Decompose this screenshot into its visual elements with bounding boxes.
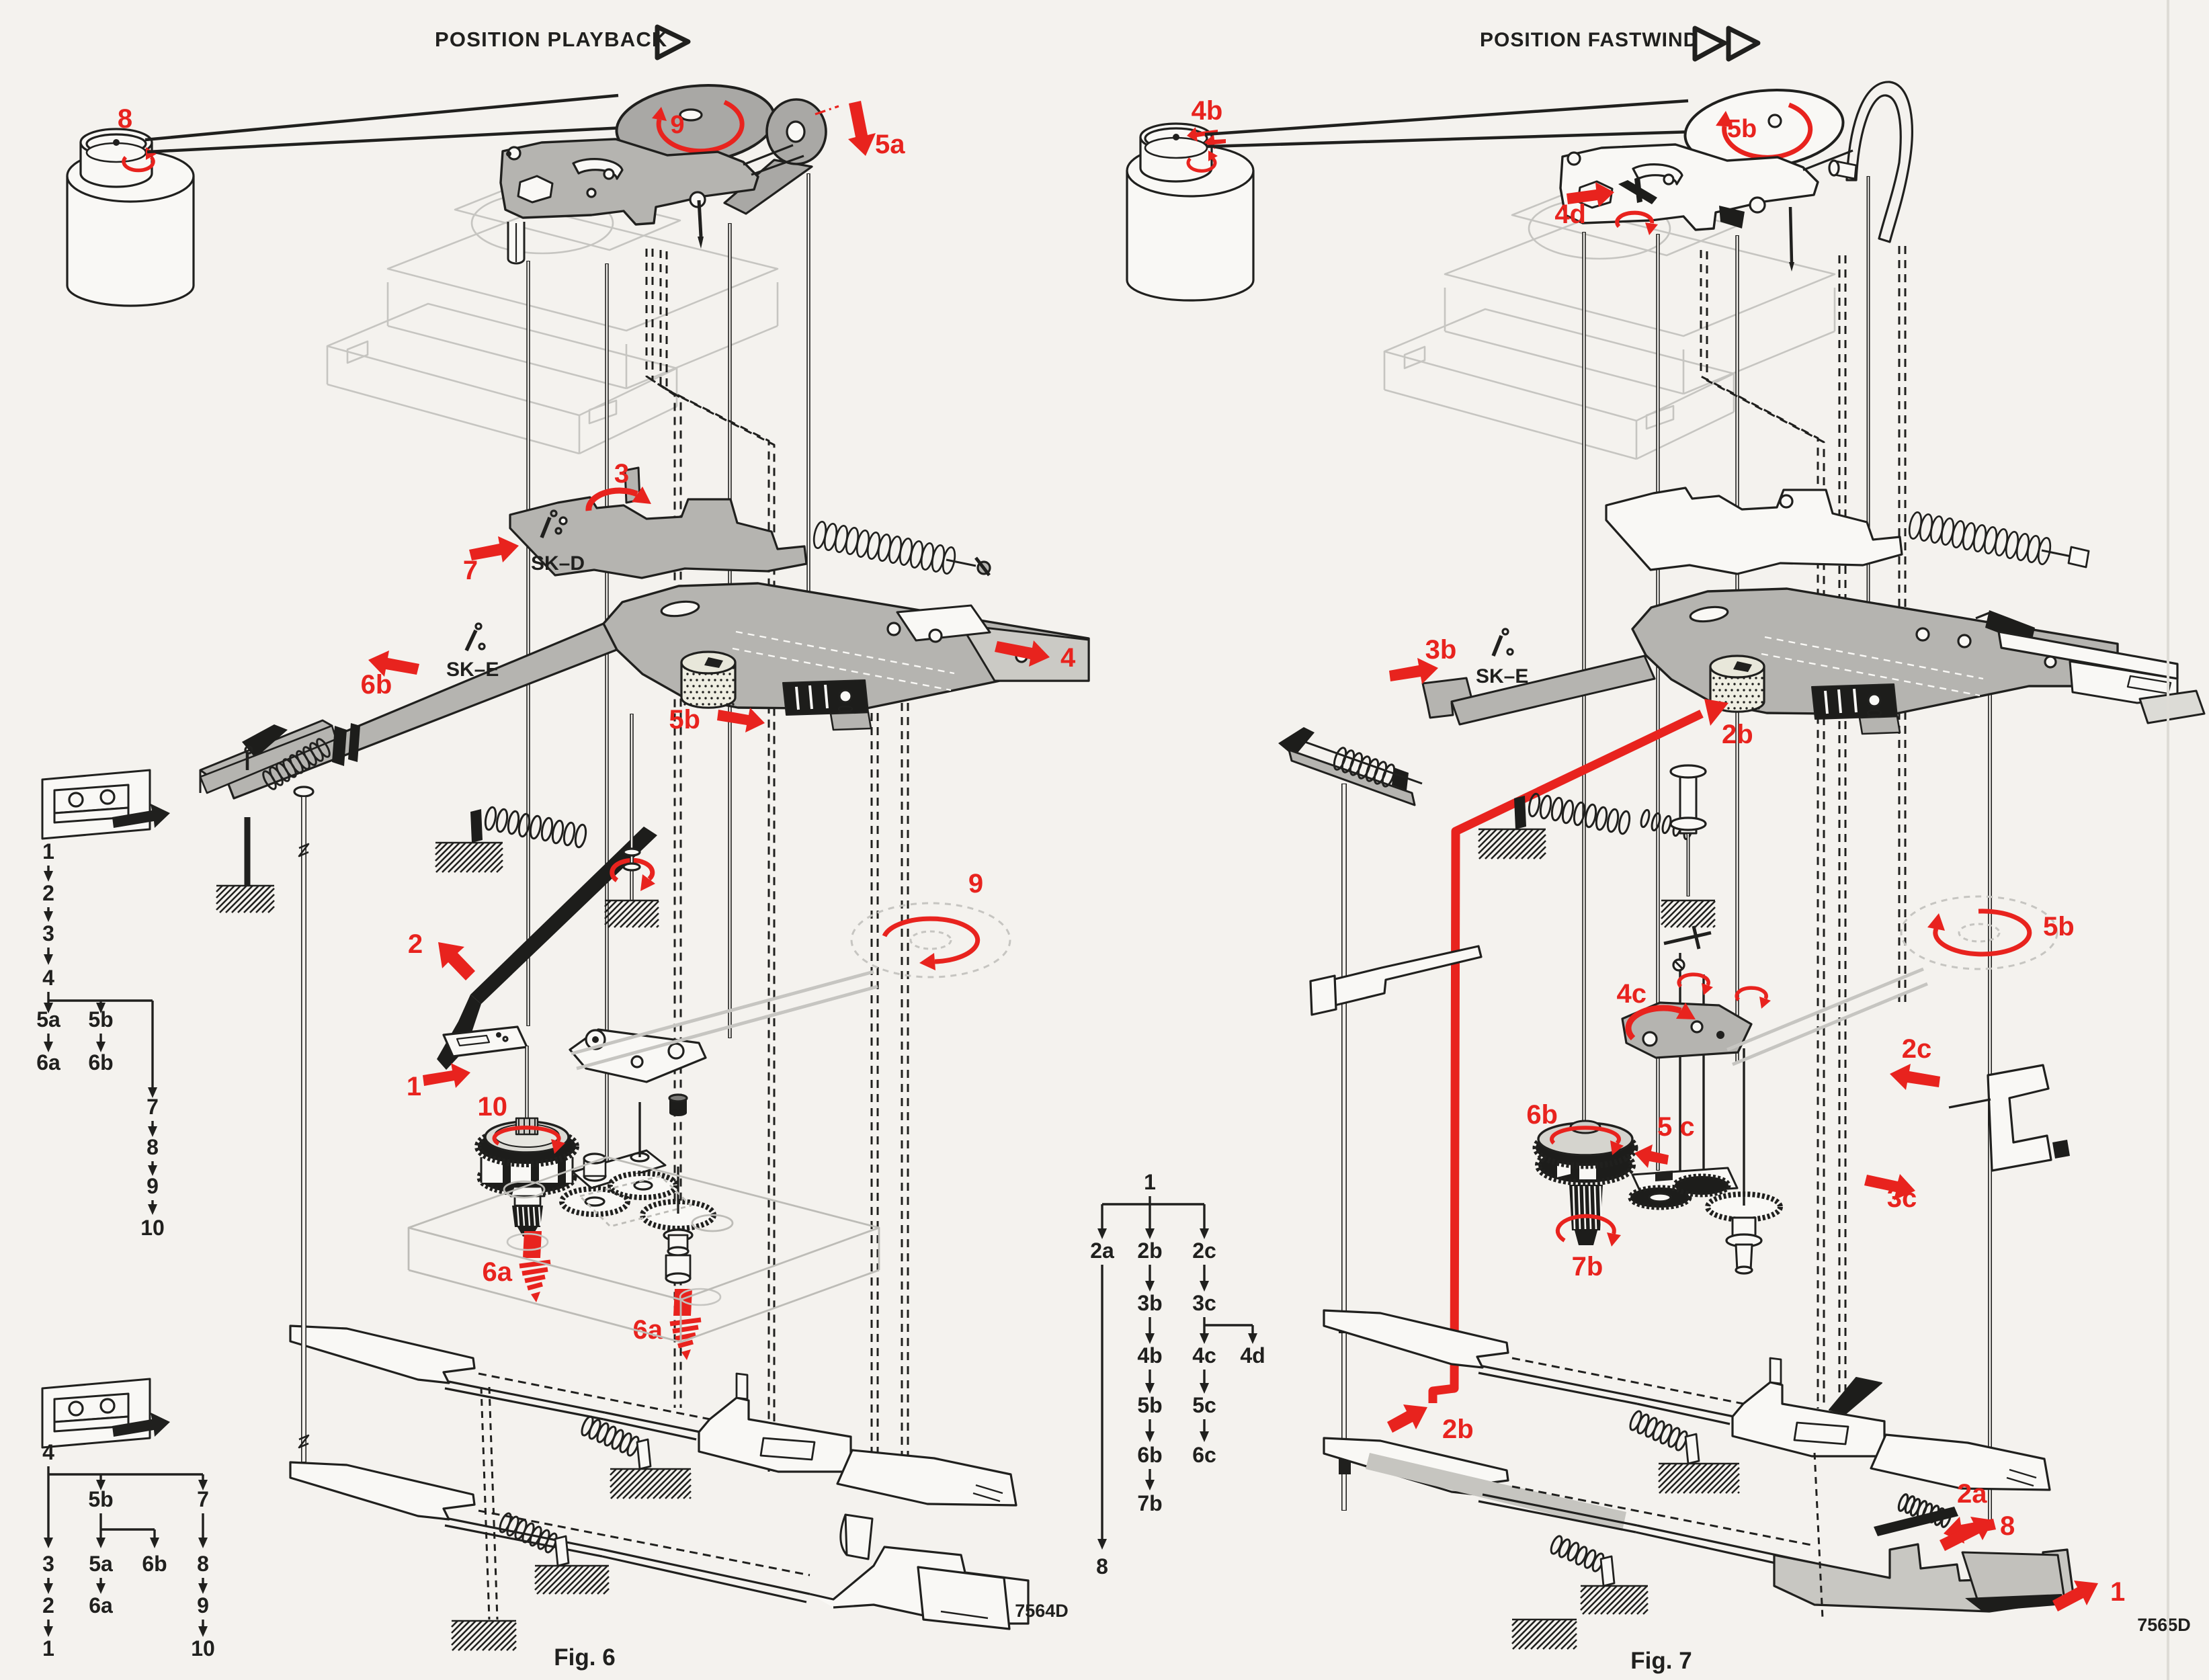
- svg-text:4d: 4d: [1240, 1343, 1265, 1368]
- svg-text:2c: 2c: [1192, 1238, 1216, 1263]
- svg-text:5b: 5b: [88, 1487, 113, 1511]
- svg-text:7b: 7b: [1572, 1252, 1603, 1282]
- svg-text:3: 3: [614, 459, 629, 489]
- svg-text:9: 9: [147, 1174, 159, 1198]
- svg-text:10: 10: [478, 1092, 508, 1122]
- svg-text:7565D: 7565D: [2137, 1615, 2191, 1635]
- svg-text:SK–D: SK–D: [531, 552, 585, 575]
- svg-text:2: 2: [42, 1593, 54, 1618]
- svg-text:2a: 2a: [1957, 1479, 1987, 1509]
- svg-text:2b: 2b: [1137, 1238, 1162, 1263]
- svg-text:4: 4: [1060, 643, 1076, 673]
- svg-text:3c: 3c: [1192, 1291, 1216, 1315]
- svg-text:5b: 5b: [88, 1007, 113, 1032]
- svg-text:6a: 6a: [89, 1593, 113, 1618]
- svg-text:9: 9: [968, 869, 983, 898]
- svg-text:8: 8: [2000, 1511, 2015, 1541]
- svg-text:2c: 2c: [1902, 1034, 1932, 1064]
- svg-text:4c: 4c: [1617, 979, 1647, 1009]
- svg-text:7: 7: [463, 556, 478, 585]
- svg-text:6a: 6a: [483, 1257, 513, 1287]
- svg-text:SK–E: SK–E: [1476, 665, 1528, 687]
- svg-text:1: 1: [42, 839, 54, 864]
- svg-text:5b: 5b: [669, 705, 700, 734]
- svg-text:8: 8: [197, 1552, 209, 1576]
- svg-text:4: 4: [42, 966, 54, 990]
- svg-text:1: 1: [407, 1072, 421, 1101]
- svg-text:5a: 5a: [875, 130, 905, 159]
- svg-text:6b: 6b: [142, 1552, 167, 1576]
- svg-text:4b: 4b: [1192, 96, 1223, 126]
- svg-text:7: 7: [197, 1487, 209, 1511]
- svg-text:6b: 6b: [1526, 1100, 1558, 1130]
- svg-text:3b: 3b: [1425, 635, 1457, 665]
- svg-text:1: 1: [1144, 1170, 1156, 1194]
- svg-text:1: 1: [2110, 1577, 2125, 1607]
- svg-text:6b: 6b: [1137, 1443, 1162, 1467]
- svg-text:10: 10: [140, 1216, 165, 1240]
- svg-text:9: 9: [197, 1593, 209, 1618]
- svg-text:3: 3: [42, 921, 54, 946]
- svg-text:5b: 5b: [1727, 115, 1757, 143]
- svg-text:4c: 4c: [1192, 1343, 1216, 1368]
- svg-text:4d: 4d: [1554, 200, 1586, 229]
- svg-text:8: 8: [118, 104, 132, 134]
- svg-text:2b: 2b: [1442, 1415, 1474, 1444]
- svg-text:2b: 2b: [1722, 720, 1753, 749]
- svg-text:1: 1: [42, 1636, 54, 1661]
- svg-text:POSITION FASTWIND: POSITION FASTWIND: [1480, 29, 1698, 51]
- svg-text:2: 2: [408, 929, 423, 959]
- svg-text:2: 2: [42, 881, 54, 905]
- svg-text:8: 8: [147, 1135, 159, 1159]
- svg-text:5a: 5a: [89, 1552, 113, 1576]
- svg-text:Fig. 7: Fig. 7: [1630, 1648, 1692, 1674]
- svg-text:7564D: 7564D: [1015, 1601, 1069, 1621]
- svg-text:Fig. 6: Fig. 6: [554, 1644, 615, 1671]
- svg-text:5b: 5b: [1137, 1393, 1162, 1417]
- svg-text:7b: 7b: [1137, 1491, 1162, 1515]
- svg-text:4: 4: [42, 1440, 54, 1464]
- svg-text:3: 3: [42, 1552, 54, 1576]
- svg-text:7: 7: [147, 1095, 159, 1119]
- svg-text:4b: 4b: [1137, 1343, 1162, 1368]
- svg-text:5b: 5b: [2043, 912, 2075, 941]
- svg-text:5 c: 5 c: [1657, 1112, 1695, 1142]
- svg-text:6b: 6b: [361, 670, 392, 700]
- svg-text:3b: 3b: [1137, 1291, 1162, 1315]
- svg-text:POSITION PLAYBACK: POSITION PLAYBACK: [435, 28, 668, 51]
- svg-text:9: 9: [670, 111, 684, 139]
- svg-text:2a: 2a: [1090, 1238, 1114, 1263]
- svg-text:6a: 6a: [36, 1050, 60, 1075]
- svg-text:10: 10: [191, 1636, 215, 1661]
- svg-text:5a: 5a: [36, 1007, 60, 1032]
- svg-text:6c: 6c: [1192, 1443, 1216, 1467]
- svg-text:5c: 5c: [1192, 1393, 1216, 1417]
- svg-text:8: 8: [1096, 1554, 1108, 1579]
- svg-text:SK–E: SK–E: [446, 659, 499, 681]
- svg-text:6b: 6b: [88, 1050, 113, 1075]
